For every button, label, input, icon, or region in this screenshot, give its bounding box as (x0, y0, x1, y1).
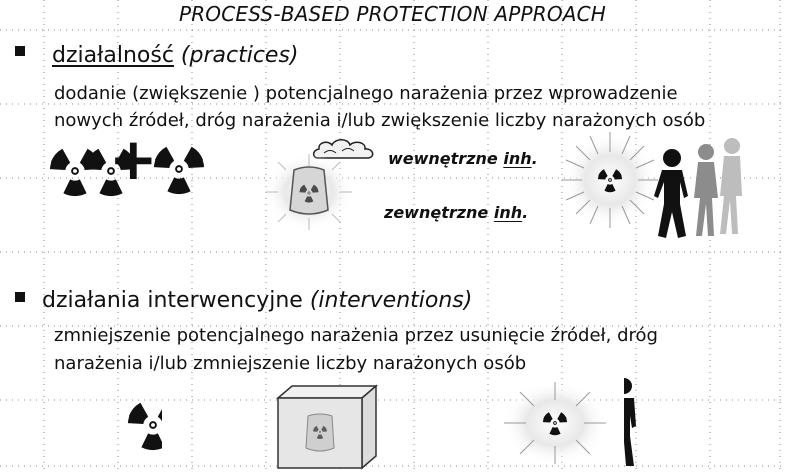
section1-heading: działalność (practices) (52, 43, 299, 68)
section1-heading-text: działalność (52, 43, 174, 68)
people-group-icon (654, 138, 742, 238)
label-internal-text: wewnętrzne (388, 149, 498, 168)
label-internal: wewnętrzne inh. (388, 149, 538, 168)
label-internal-abbr: inh (503, 149, 532, 168)
label-external-text: zewnętrzne (384, 203, 489, 222)
section2-body-line1: zmniejszenie potencjalnego narażenia prz… (54, 325, 658, 346)
container-box-icon (275, 384, 379, 470)
section1-body-line2: nowych źródeł, dróg narażenia i/lub zwię… (54, 110, 706, 131)
plus-sign: + (109, 125, 158, 193)
radiation-icon (127, 402, 162, 451)
section1-heading-english: (practices) (180, 43, 299, 68)
radiation-burst-icon (562, 132, 658, 228)
slide-title: PROCESS-BASED PROTECTION APPROACH (178, 2, 607, 26)
radioactive-sack-icon (265, 154, 353, 230)
label-external-abbr: inh (493, 203, 523, 222)
section2-heading-text: działania interwencyjne (42, 288, 303, 313)
person-icon (624, 378, 636, 466)
cloud-icon (312, 139, 374, 159)
section2-body-line2: narażenia i/lub zmniejszenie liczby nara… (54, 353, 527, 374)
bullet-square (15, 46, 25, 56)
radiation-icon (153, 146, 205, 195)
bullet-square (15, 292, 25, 302)
radiation-burst-icon (503, 381, 607, 465)
label-external: zewnętrzne inh. (384, 203, 529, 222)
section2-heading-english: (interventions) (309, 288, 473, 313)
section1-body-line1: dodanie (zwiększenie ) potencjalnego nar… (54, 83, 678, 104)
section2-heading: działania interwencyjne (interventions) (42, 288, 472, 313)
